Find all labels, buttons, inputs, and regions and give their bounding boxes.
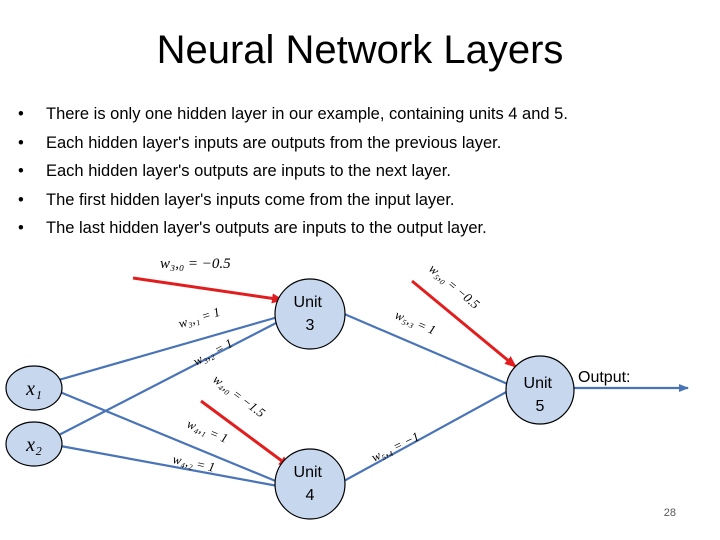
input-node-x2: [5, 421, 63, 467]
unit-4-node: [274, 448, 346, 520]
edge-x2-unit3: [54, 321, 279, 438]
input-label-x1: x₁: [25, 378, 42, 400]
edge-unit3-unit5: [341, 311, 511, 387]
unit-3-label: Unit 3: [294, 294, 327, 334]
unit-4-label-line2: 4: [306, 487, 315, 504]
bullet-item: The first hidden layer's inputs come fro…: [18, 186, 568, 215]
input-label-x2: x₂: [25, 434, 42, 456]
output-label: Output:: [578, 369, 630, 386]
weight-label-w50: w₅,₀ = −0.5: [426, 261, 483, 312]
bullet-item: Each hidden layer's inputs are outputs f…: [18, 129, 568, 158]
unit-3-node: [274, 278, 346, 350]
bullet-item: There is only one hidden layer in our ex…: [18, 100, 568, 129]
unit-5-node: [505, 355, 575, 425]
weight-label-w31: w₃,₁ = 1: [176, 304, 221, 331]
bullet-list: There is only one hidden layer in our ex…: [18, 100, 568, 243]
unit-5-label-line2: 5: [536, 398, 545, 415]
edge-unit4-unit5: [341, 389, 511, 483]
bias-edge-unit3: [132, 276, 284, 304]
unit-3-label-line2: 3: [306, 317, 315, 334]
page-number: 28: [663, 507, 676, 519]
input-node-x1: [5, 365, 63, 411]
unit-5-label: Unit 5: [524, 375, 557, 415]
weight-label-w54: w₅,₄ = −1: [369, 429, 422, 465]
bias-edge-unit5: [411, 279, 517, 369]
edge-x1-unit3: [54, 315, 279, 383]
unit-3-label-line1: Unit: [294, 294, 323, 311]
unit-5-label-line1: Unit: [524, 375, 553, 392]
weight-label-w30: w₃,₀ = −0.5: [160, 256, 231, 272]
edge-x2-unit4: [54, 443, 279, 488]
unit-4-label: Unit 4: [294, 464, 327, 504]
slide-title: Neural Network Layers: [156, 28, 564, 72]
bullet-item: The last hidden layer's outputs are inpu…: [18, 214, 568, 243]
weight-label-w53: w₅,₃ = 1: [393, 307, 438, 338]
weight-label-w41: w₄,₁ = 1: [185, 416, 230, 446]
edge-x1-unit4: [54, 388, 279, 484]
bias-edge-unit4: [200, 399, 291, 469]
unit-4-label-line1: Unit: [294, 464, 323, 481]
bullet-item: Each hidden layer's outputs are inputs t…: [18, 157, 568, 186]
